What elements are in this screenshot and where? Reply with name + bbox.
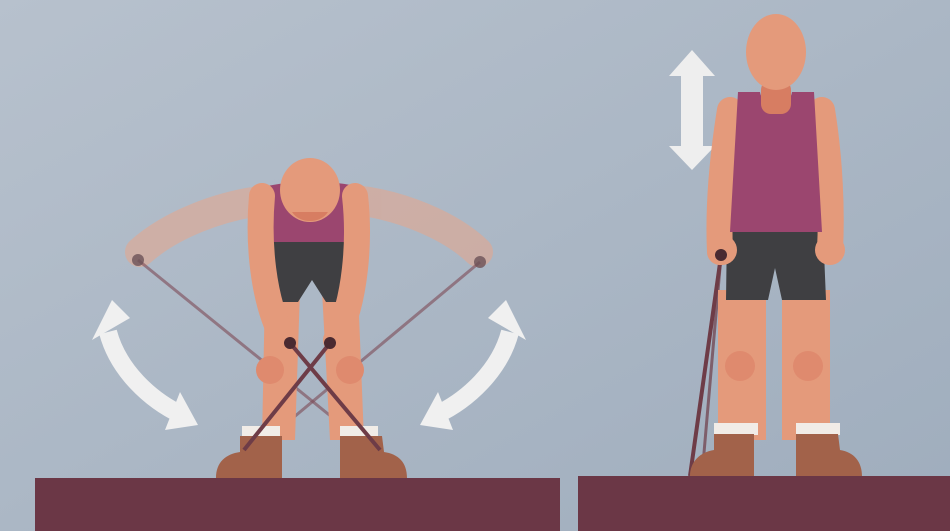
handle-ghost-right	[474, 256, 486, 268]
hand-right-r	[815, 235, 845, 265]
sock-right-r	[796, 423, 840, 435]
sock-right-l	[714, 423, 758, 435]
handle-r	[324, 337, 336, 349]
arm-right-l	[719, 110, 730, 252]
knee-r	[336, 356, 364, 384]
knee-right-r	[793, 351, 823, 381]
head-right	[746, 14, 806, 90]
handle-ghost-left	[132, 254, 144, 266]
left-platform	[35, 478, 560, 531]
knee-l	[256, 356, 284, 384]
handle-l	[284, 337, 296, 349]
knee-right-l	[725, 351, 755, 381]
right-platform	[578, 476, 950, 531]
handle-standing	[715, 249, 727, 261]
arm-right-r	[822, 110, 831, 250]
